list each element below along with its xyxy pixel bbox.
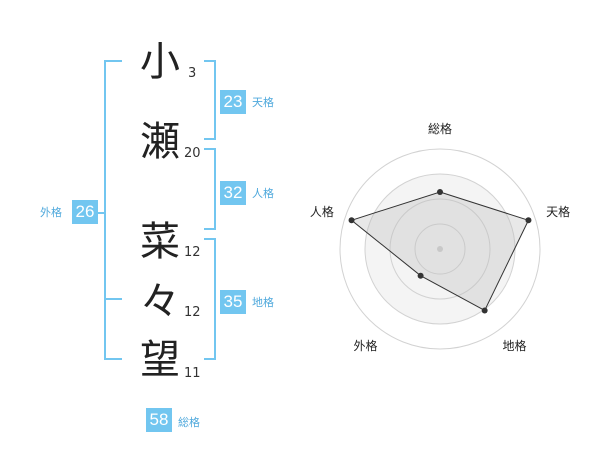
- radar-axis-label-3: 地格: [503, 338, 527, 353]
- chikaku-bracket: [204, 238, 216, 360]
- stroke-count-4: 12: [184, 305, 201, 320]
- radar-point-5: [348, 217, 355, 224]
- gaikaku-label: 外格: [40, 206, 62, 219]
- soukaku-badge: 58: [146, 408, 172, 432]
- tenkaku-bracket: [204, 60, 216, 140]
- gaikaku-bracket: [104, 60, 122, 360]
- radar-axis-label-4: 外格: [353, 338, 377, 353]
- gaikaku-badge: 26: [72, 200, 98, 224]
- radar-point-2: [525, 217, 532, 224]
- stroke-count-5: 11: [184, 366, 201, 381]
- radar-point-4: [417, 272, 424, 279]
- radar-axis-label-1: 総格: [428, 121, 452, 136]
- radar-point-3: [481, 307, 488, 314]
- name-char-5: 望: [140, 337, 180, 383]
- chikaku-badge: 35: [220, 290, 246, 314]
- gaikaku-connector: [98, 212, 106, 214]
- radar-axis-label-2: 天格: [546, 204, 570, 219]
- name-char-4: 々: [140, 279, 180, 325]
- jinkaku-bracket: [204, 148, 216, 230]
- gaikaku-bracket-tick: [104, 298, 122, 300]
- jinkaku-badge: 32: [220, 181, 246, 205]
- name-char-3: 菜: [140, 219, 180, 265]
- stroke-count-1: 3: [188, 66, 197, 81]
- stroke-count-3: 12: [184, 245, 201, 260]
- radar-point-1: [437, 189, 443, 195]
- chikaku-label: 地格: [252, 296, 274, 309]
- tenkaku-label: 天格: [252, 96, 274, 109]
- tenkaku-badge: 23: [220, 90, 246, 114]
- name-char-1: 小: [140, 39, 180, 85]
- stroke-count-2: 20: [184, 146, 201, 161]
- jinkaku-label: 人格: [252, 187, 274, 200]
- soukaku-label: 総格: [178, 416, 200, 429]
- radar-axis-label-5: 人格: [310, 204, 334, 219]
- radar-center: [437, 246, 443, 252]
- name-char-2: 瀬: [140, 119, 180, 165]
